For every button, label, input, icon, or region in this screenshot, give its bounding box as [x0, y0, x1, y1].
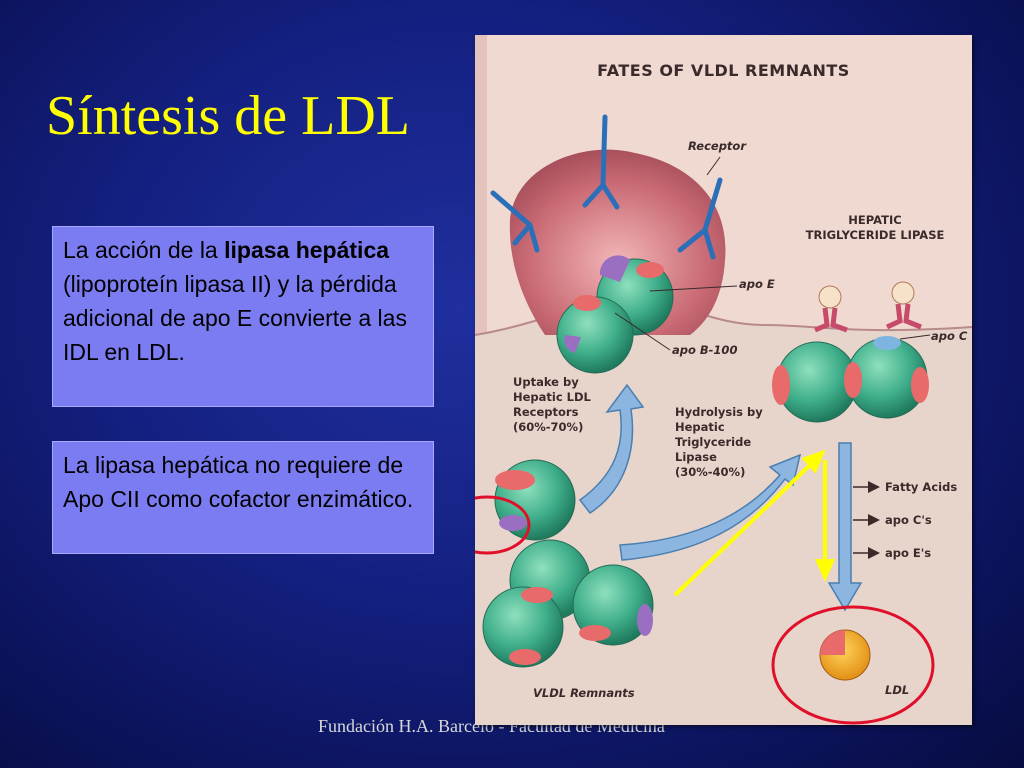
flow-arrows — [578, 383, 863, 612]
receptor-icons — [490, 114, 723, 260]
uptake-arrow — [578, 383, 645, 515]
label-apo-e: apo E — [739, 277, 775, 291]
leader-lines — [614, 156, 931, 351]
idl-particles-hydrolysis — [772, 336, 929, 423]
text-box-lipasa-hepatica: La acción de la lipasa hepática (lipopro… — [52, 226, 434, 407]
box1-bold-lipasa: lipasa hepática — [224, 237, 390, 263]
product-arrows — [853, 481, 880, 559]
ldl-particle — [819, 629, 871, 681]
vldl-remnants-figure: FATES OF VLDL REMNANTS Receptor HEPATIC … — [475, 35, 972, 725]
figure-illustration — [475, 35, 972, 725]
label-apo-cs: apo C's — [885, 513, 932, 527]
label-hydrolysis: Hydrolysis by Hepatic Triglyceride Lipas… — [675, 405, 763, 479]
red-circle-apoe — [475, 495, 531, 555]
vldl-remnant-pile — [482, 459, 654, 668]
figure-title: FATES OF VLDL REMNANTS — [597, 61, 850, 80]
label-uptake: Uptake by Hepatic LDL Receptors (60%-70%… — [513, 375, 591, 434]
hydrolysis-arrow — [619, 453, 802, 561]
slide-title: Síntesis de LDL — [46, 85, 410, 147]
label-fatty-acids: Fatty Acids — [885, 480, 958, 494]
vldl-remnant-particles-bound — [556, 255, 674, 374]
label-apo-b100: apo B-100 — [672, 343, 738, 357]
red-circle-ldl — [771, 605, 935, 725]
label-ldl: LDL — [885, 683, 910, 697]
box1-text-part1: La acción de la — [63, 237, 225, 263]
label-receptor: Receptor — [688, 139, 746, 153]
text-box-apo-cii: La lipasa hepática no requiere de Apo CI… — [52, 441, 434, 554]
label-hepatic-tg-lipase: HEPATIC TRIGLYCERIDE LIPASE — [805, 213, 945, 242]
label-apo-es: apo E's — [885, 546, 932, 560]
box1-text-part2: (lipoproteín lipasa II) y la pérdida adi… — [63, 271, 407, 365]
hepatic-lipase-enzymes — [814, 281, 922, 333]
ldl-down-arrow — [827, 442, 863, 612]
label-vldl-remnants: VLDL Remnants — [533, 686, 635, 700]
label-apo-c: apo C — [931, 329, 968, 343]
yellow-arrows — [673, 449, 836, 597]
